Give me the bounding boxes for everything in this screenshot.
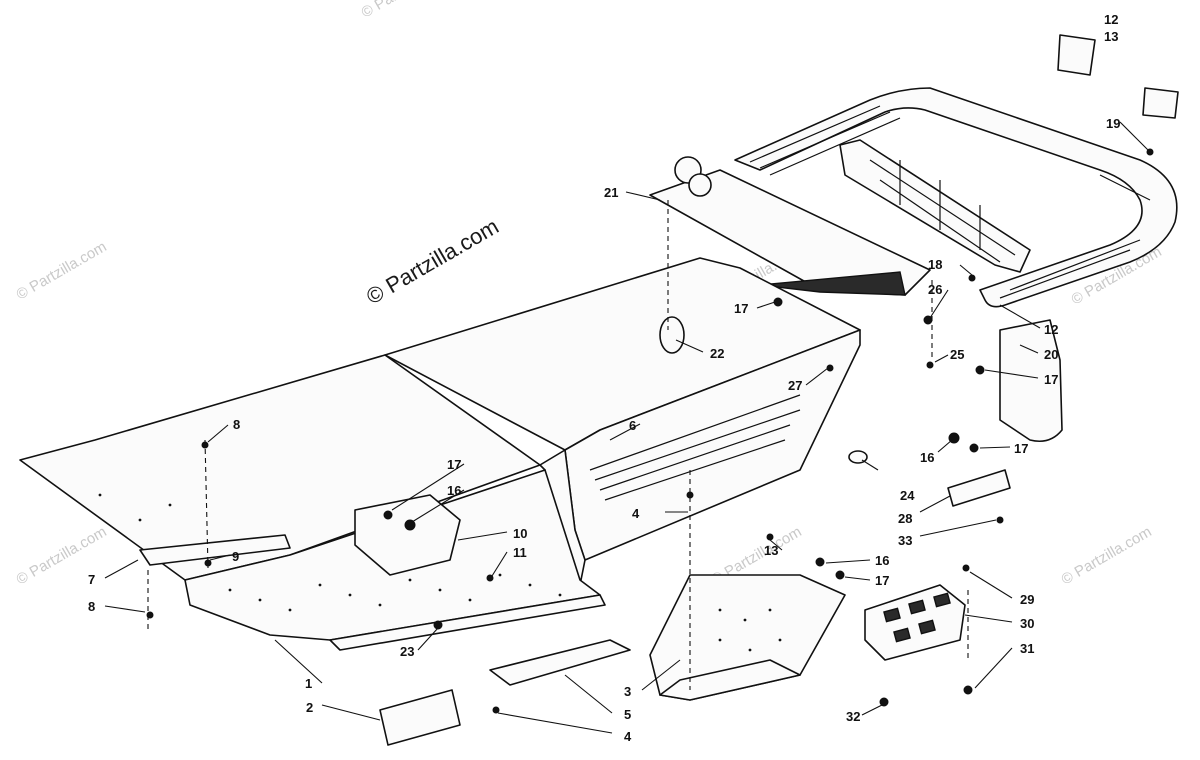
part-footrest-pad (489, 639, 631, 686)
part-reflector (379, 689, 461, 746)
callout-23: 23 (400, 644, 414, 659)
callout-21: 21 (604, 185, 618, 200)
part-bracket (354, 494, 461, 576)
callout-2: 2 (306, 700, 313, 715)
callout-9: 9 (232, 549, 239, 564)
callout-labels: 12 13 19 21 18 26 17 12 22 25 20 17 27 8… (88, 12, 1120, 744)
rivet-pattern-board (98, 493, 562, 612)
callout-6: 6 (629, 418, 636, 433)
watermark-left: © Partzilla.com (14, 238, 110, 303)
callout-5: 5 (624, 707, 631, 722)
watermark-right-low: © Partzilla.com (1059, 523, 1155, 588)
part-tunnel (384, 257, 861, 586)
callout-15: 13 (764, 543, 778, 558)
assembly-lines (147, 200, 969, 690)
callout-8-a: 8 (233, 417, 240, 432)
part-decal-14 (1142, 87, 1179, 119)
callout-13: 12 (1104, 12, 1118, 27)
callout-16-b: 16 (447, 483, 461, 498)
callout-26: 26 (928, 282, 942, 297)
part-step (864, 584, 966, 661)
callout-19: 19 (1106, 116, 1120, 131)
part-rivet-22 (659, 316, 685, 354)
callout-22: 22 (710, 346, 724, 361)
callout-8-b: 8 (88, 599, 95, 614)
watermark-main: © Partzilla.com (362, 214, 503, 310)
part-support-bar (139, 534, 291, 566)
watermark-top: © Partzilla.com (359, 0, 455, 21)
hardware (146, 148, 1154, 714)
callout-1: 1 (305, 676, 312, 691)
callout-11: 11 (513, 545, 527, 560)
callout-17-e: 17 (875, 573, 889, 588)
callout-17-a: 17 (734, 301, 748, 316)
callout-17-d: 17 (447, 457, 461, 472)
callout-12: 12 (1044, 322, 1058, 337)
callout-33: 33 (898, 533, 912, 548)
callout-27: 27 (788, 378, 802, 393)
callout-25: 25 (950, 347, 964, 362)
leader-lines (104, 121, 1149, 734)
part-rear-side-panel (999, 319, 1063, 443)
part-rear-pan (649, 139, 1031, 296)
callout-17-c: 17 (1014, 441, 1028, 456)
callout-29: 29 (1020, 592, 1034, 607)
callout-4-a: 4 (632, 506, 640, 521)
part-footrest-bracket (649, 574, 846, 701)
part-rear-bumper (734, 87, 1178, 308)
callout-14: 13 (1104, 29, 1118, 44)
part-decal-13 (1057, 34, 1096, 76)
callout-16-c: 16 (875, 553, 889, 568)
callout-4-b: 4 (624, 729, 632, 744)
callout-16-a: 16 (920, 450, 934, 465)
callout-28: 28 (898, 511, 912, 526)
part-tail-reflector (947, 469, 1011, 507)
callout-31: 31 (1020, 641, 1034, 656)
callout-20: 20 (1044, 347, 1058, 362)
callout-18: 18 (928, 257, 942, 272)
callout-17-b: 17 (1044, 372, 1058, 387)
callout-24: 24 (900, 488, 915, 503)
callout-7: 7 (88, 572, 95, 587)
callout-32: 32 (846, 709, 860, 724)
callout-10: 10 (513, 526, 527, 541)
callout-30: 30 (1020, 616, 1034, 631)
callout-3: 3 (624, 684, 631, 699)
